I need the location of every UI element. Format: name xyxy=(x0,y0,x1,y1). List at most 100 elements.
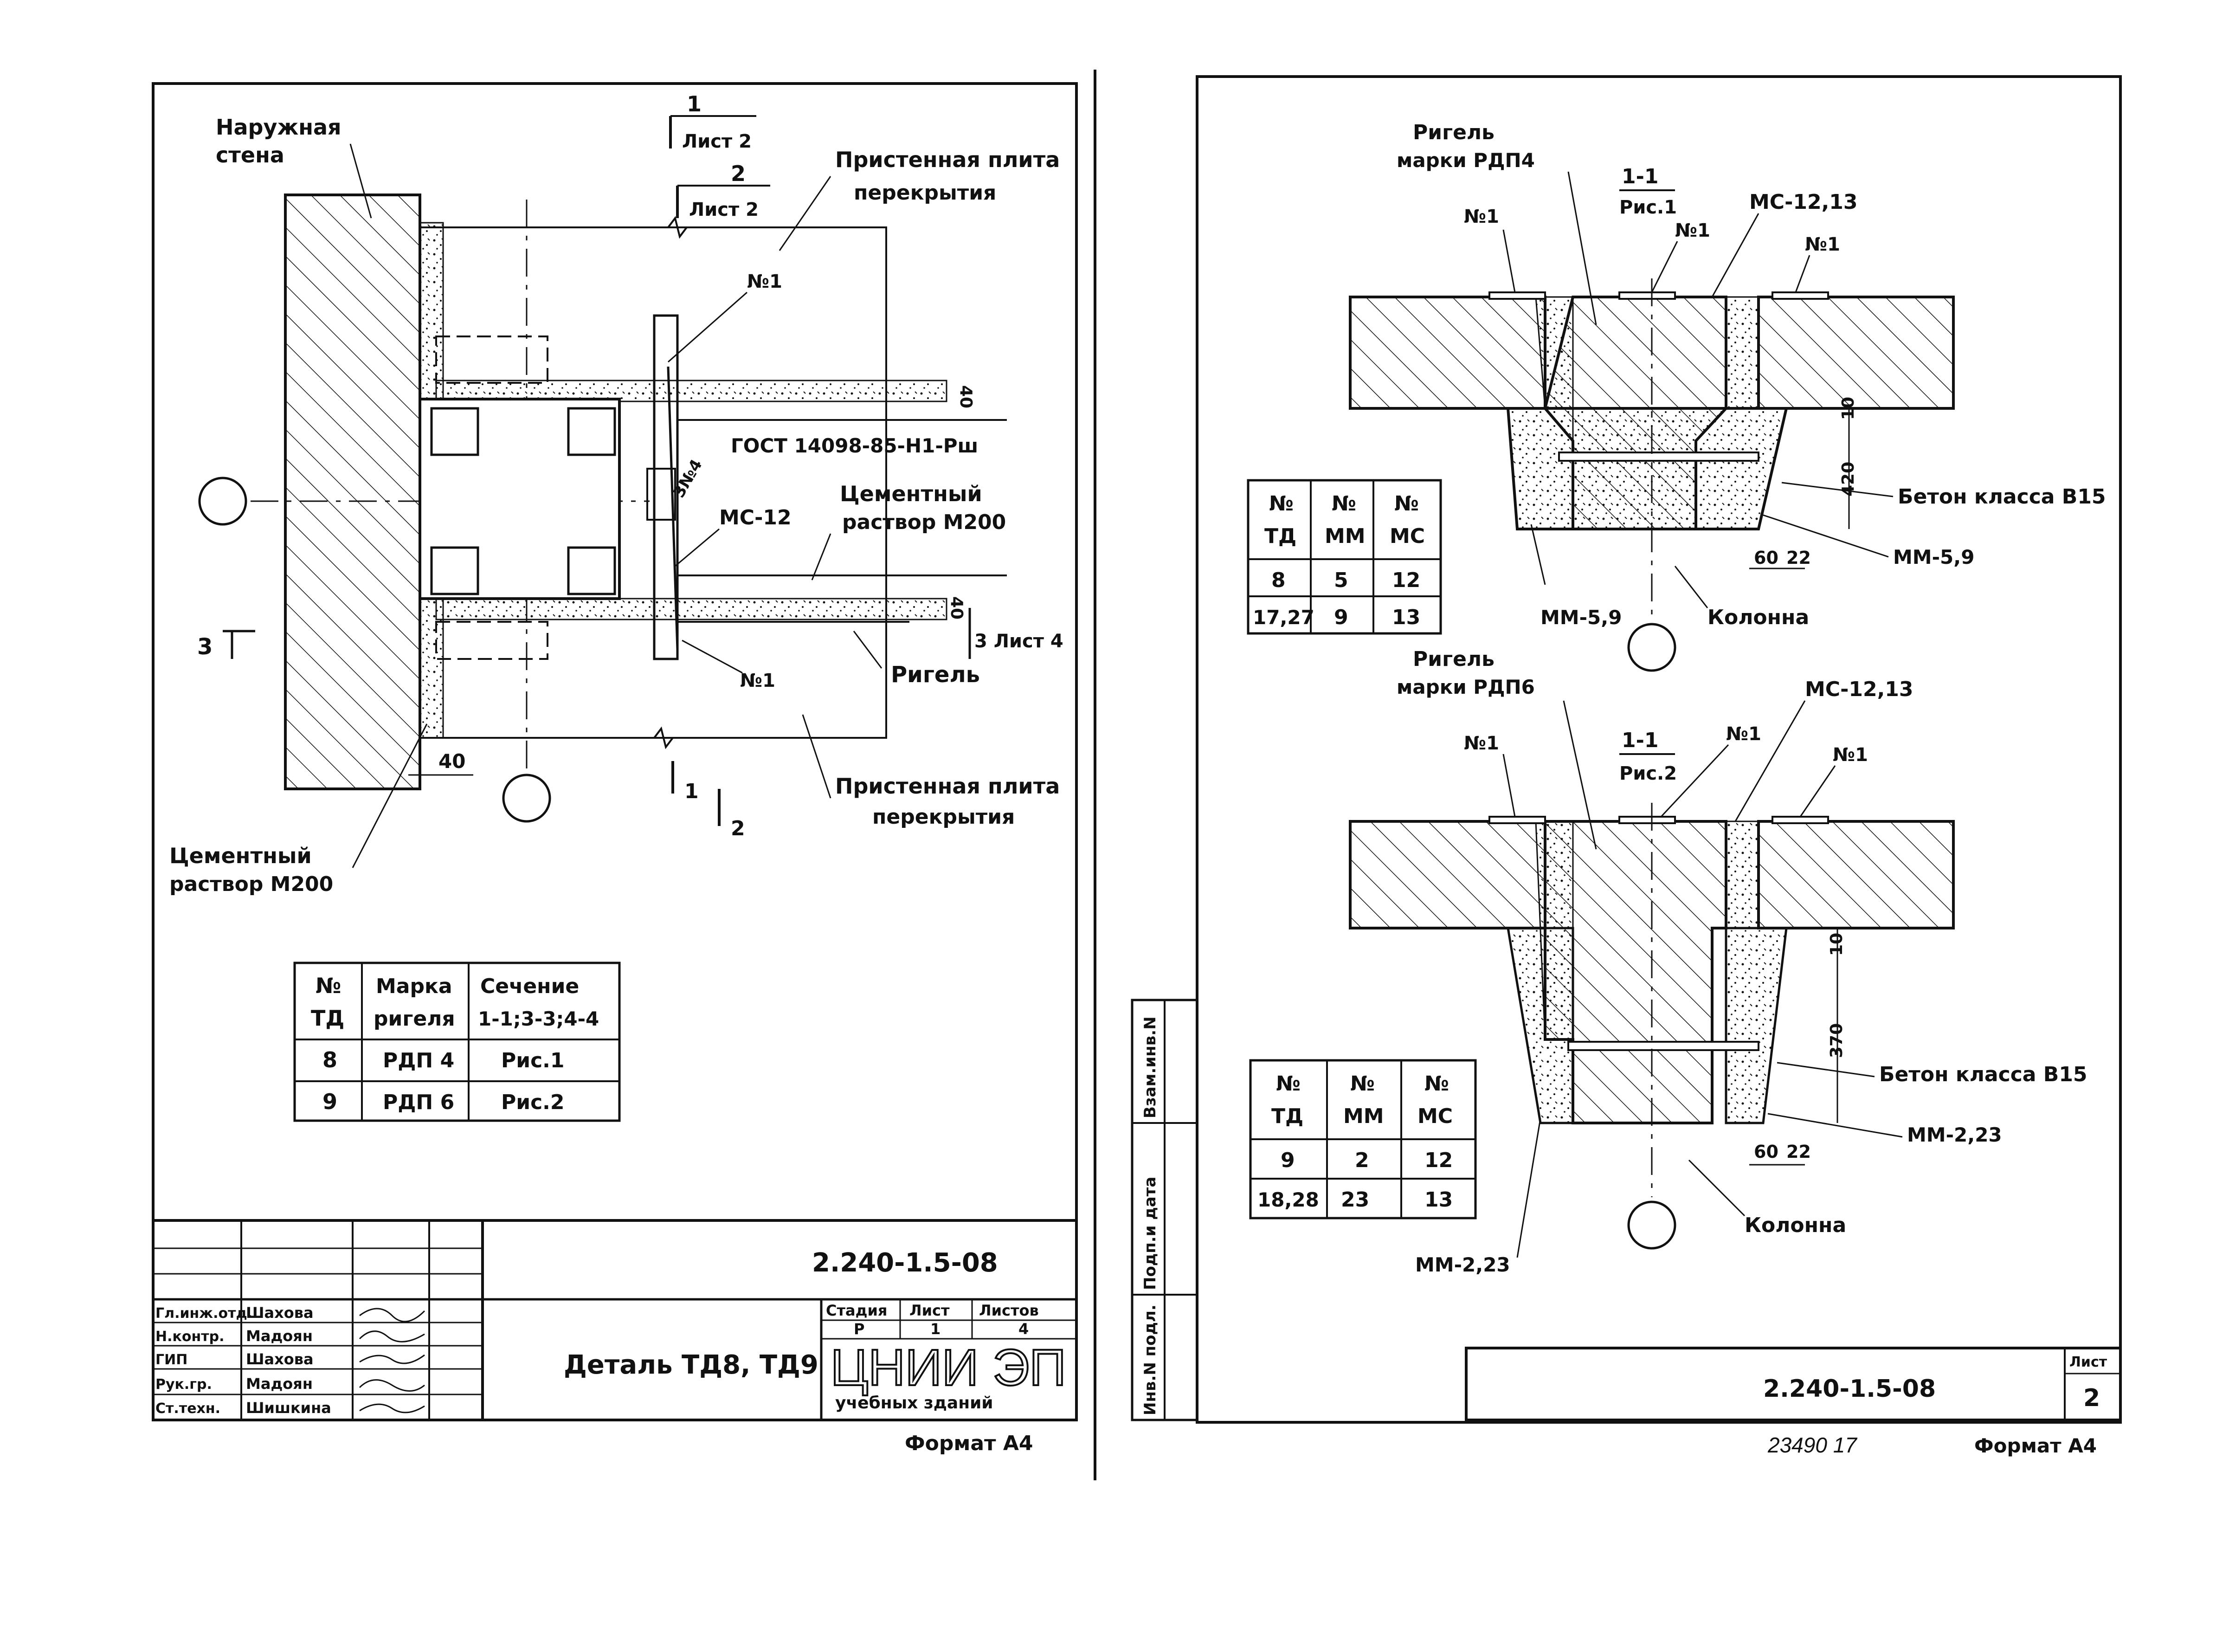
fig1-table-h2-a: № xyxy=(1332,492,1356,516)
section-2-sheet: Лист 2 xyxy=(689,199,759,220)
stage-value-2: 1 xyxy=(930,1320,941,1338)
fig1-dim-60: 60 xyxy=(1754,548,1778,568)
fig1-table-h1-b: ТД xyxy=(1264,524,1296,548)
stamp-sign-date: Подп.и дата xyxy=(1141,1177,1160,1290)
left-table: № ТД Марка ригеля Сечение 1-1;3-3;4-4 8 … xyxy=(293,962,621,1122)
fig2-table-r2-c1: 18,28 xyxy=(1257,1188,1319,1211)
fig2-dim-22: 22 xyxy=(1786,1142,1811,1162)
fig1-section-ref: Рис.1 xyxy=(1619,197,1677,218)
fig2-mm-left: ММ-2,23 xyxy=(1415,1253,1510,1276)
fig1-concrete: Бетон класса В15 xyxy=(1898,485,2106,509)
fig1-leader-n1-right xyxy=(1795,255,1810,293)
left-table-r1-c1: 8 xyxy=(322,1047,337,1072)
rebar-4 xyxy=(567,546,616,595)
left-table-r1-c3: Рис.1 xyxy=(501,1049,565,1072)
side-stamp: Взам.инв.N Подп.и дата Инв.N подл. xyxy=(1131,999,1198,1421)
beam-dashed-top xyxy=(435,336,548,384)
label-cement-right-1: Цементный xyxy=(840,481,982,506)
fig2-mc: МС-12,13 xyxy=(1805,678,1913,701)
section-mark-bottom: 1 2 xyxy=(671,761,745,840)
fig1-leader-n1-left xyxy=(1502,229,1516,293)
section-2-number: 2 xyxy=(731,161,746,186)
fig2-table-r2-c3: 13 xyxy=(1424,1188,1453,1212)
fig2-concrete: Бетон класса В15 xyxy=(1879,1063,2087,1086)
fig2-leader-column xyxy=(1688,1159,1746,1217)
leader-cement-right xyxy=(811,533,831,581)
fig2-dim-60: 60 xyxy=(1754,1142,1778,1162)
signatures xyxy=(359,1308,425,1413)
sheet-number: 2 xyxy=(2083,1384,2100,1412)
axis-bubble-left xyxy=(198,477,247,526)
column-core xyxy=(419,398,621,600)
fig2-plate-n1-left xyxy=(1488,816,1546,824)
fig1-table-h1-a: № xyxy=(1269,492,1294,516)
fig1-table-h3-b: МС xyxy=(1390,524,1425,548)
figure-1: Ригель марки РДП4 1-1 Рис.1 МС-12,13 №1 … xyxy=(1247,121,2106,672)
archive-number: 23490 17 xyxy=(1767,1433,1857,1457)
fig2-n1-right: №1 xyxy=(1833,744,1868,766)
fig2-table-h2-b: ММ xyxy=(1343,1104,1384,1128)
fig1-leader-mm-right xyxy=(1763,514,1889,558)
fig2-table-r1-c2: 2 xyxy=(1355,1149,1369,1172)
stage-header-3: Листов xyxy=(979,1302,1039,1319)
outer-wall xyxy=(284,194,421,790)
fig1-leader-mc xyxy=(1711,213,1759,297)
fig2-leader-mm-right xyxy=(1767,1113,1903,1138)
fig2-table: № ТД № ММ № МС 9 2 12 18,28 23 13 xyxy=(1249,1059,1477,1220)
stamp-replace-inv: Взам.инв.N xyxy=(1141,1016,1160,1118)
beam-dashed-bottom xyxy=(435,621,548,660)
label-outer-wall-2: стена xyxy=(216,142,284,168)
rebar-3 xyxy=(430,546,479,595)
fig1-section-num: 1-1 xyxy=(1622,165,1659,188)
fig2-dim-h: 370 xyxy=(1827,1023,1846,1058)
break-mark-top xyxy=(667,216,688,239)
fig2-table-r1-c1: 9 xyxy=(1281,1149,1295,1172)
left-table-r2-c3: Рис.2 xyxy=(501,1091,565,1114)
fig2-leader-n1-right xyxy=(1799,765,1836,817)
break-mark-bottom xyxy=(653,726,674,749)
fig2-plate-mc xyxy=(1567,1041,1759,1051)
fig2-section-num: 1-1 xyxy=(1622,729,1659,752)
label-n1-bottom: №1 xyxy=(740,670,775,691)
fig1-leader-column xyxy=(1674,566,1708,608)
label-wall-slab-top-1: Пристенная плита xyxy=(835,147,1060,172)
fig1-slab-left xyxy=(1349,296,1546,410)
fig2-mm-right: ММ-2,23 xyxy=(1907,1123,2002,1146)
fig1-beam-label-2: марки РДП4 xyxy=(1397,149,1535,172)
format-left: Формат А4 xyxy=(905,1432,1033,1455)
fig1-mm-right: ММ-5,9 xyxy=(1893,546,1974,568)
fig1-column: Колонна xyxy=(1707,606,1809,629)
left-table-h3-a: Сечение xyxy=(480,974,579,998)
role-4: Рук.гр. xyxy=(155,1376,212,1393)
fig2-leader-mm-left xyxy=(1516,1118,1541,1258)
leader-n1-bottom xyxy=(682,639,743,674)
fig1-table-r1-c1: 8 xyxy=(1271,568,1286,592)
stage-value-3: 4 xyxy=(1018,1320,1029,1338)
stage-header-2: Лист xyxy=(909,1302,950,1319)
fig1-axis-bubble xyxy=(1627,623,1676,672)
name-5: Шишкина xyxy=(246,1399,331,1417)
dim-40-bottom: 40 xyxy=(947,596,966,620)
leader-cement-left xyxy=(352,723,428,868)
left-table-h2-a: Марка xyxy=(376,974,452,998)
title-block: 2.240-1.5-08 Деталь ТД8, ТД9 Стадия Лист… xyxy=(152,1219,1078,1421)
fig2-leader-mc xyxy=(1734,700,1806,822)
fig1-table-r2-c3: 13 xyxy=(1392,606,1420,629)
fig2-table-r1-c3: 12 xyxy=(1424,1149,1453,1172)
fig2-plate-n1-mid xyxy=(1618,816,1676,824)
fig1-column-concrete xyxy=(1506,407,1788,530)
leader-beam xyxy=(853,631,883,669)
left-table-h2-b: ригеля xyxy=(374,1007,455,1031)
dim-40-top: 40 xyxy=(956,385,975,408)
section-mark-3-left: 3 xyxy=(197,630,255,660)
fig1-leader-beam xyxy=(1567,171,1597,325)
fig2-n1-left: №1 xyxy=(1464,733,1499,754)
fig1-leader-concrete xyxy=(1781,482,1894,497)
label-beam: Ригель xyxy=(891,662,980,688)
fig1-mm-left: ММ-5,9 xyxy=(1540,606,1622,629)
label-outer-wall-1: Наружная xyxy=(216,115,341,140)
label-cement-left-1: Цементный xyxy=(169,843,312,868)
fig1-table-r1-c3: 12 xyxy=(1392,568,1420,592)
name-1: Шахова xyxy=(246,1304,314,1322)
rebar-2 xyxy=(567,407,616,456)
